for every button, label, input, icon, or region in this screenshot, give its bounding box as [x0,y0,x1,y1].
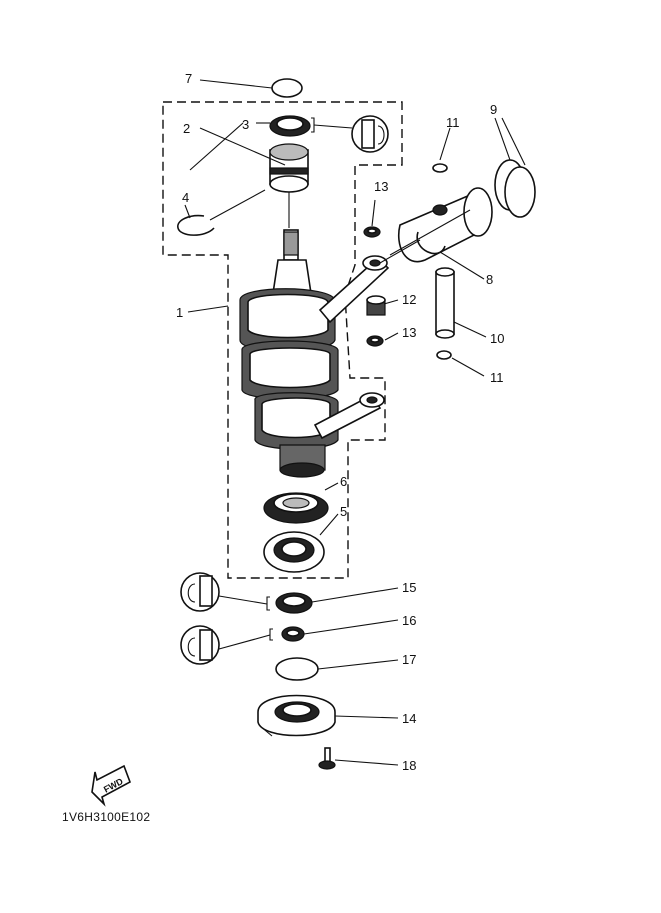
callout-8: 8 [486,272,493,287]
callout-11-lower: 11 [490,370,504,385]
callout-7: 7 [185,71,192,86]
leader-lines [184,79,526,766]
callout-6: 6 [340,474,347,489]
callout-16: 16 [402,613,416,628]
part-18-bolt [318,747,336,770]
callout-10: 10 [490,331,504,346]
part-14-bearing-housing [257,694,336,737]
callout-12: 12 [402,292,416,307]
callout-5: 5 [340,504,347,519]
part-9-piston-rings [494,159,536,218]
callout-11-upper: 11 [446,115,460,130]
seal-orientation-detail-16 [180,625,220,665]
forward-direction-arrow-icon: FWD [91,764,131,807]
callout-2: 2 [183,121,190,136]
seal-orientation-detail-15 [180,572,220,612]
callout-15: 15 [402,580,416,595]
part-2-bearing [269,143,309,193]
callout-17: 17 [402,652,416,667]
part-17-o-ring [275,657,319,681]
seal-orientation-detail-top [351,115,389,153]
callout-18: 18 [402,758,416,773]
part-15-oil-seal [275,592,313,614]
callout-1: 1 [176,305,183,320]
part-13-washer-lower [366,335,384,347]
part-16-oil-seal [281,626,305,642]
callout-9: 9 [490,102,497,117]
part-11-clip-lower [436,350,452,360]
part-7-o-ring [271,78,303,98]
callout-4: 4 [182,190,189,205]
part-5-bearing [263,531,325,573]
callout-13-upper: 13 [374,179,388,194]
callout-3: 3 [242,117,249,132]
part-10-piston-pin [435,267,455,339]
part-8-piston [398,187,493,263]
part-6-oil-seal [263,492,329,524]
part-13-washer-upper [363,226,381,238]
drawing-code: 1V6H3100E102 [62,810,151,824]
callout-14: 14 [402,711,416,726]
part-1-crankshaft [239,229,390,478]
callout-13-lower: 13 [402,325,416,340]
part-12-needle-bearing [366,295,386,316]
part-3-oil-seal [269,115,311,137]
part-11-clip-upper [432,163,448,173]
part-4-circlip [177,214,215,236]
